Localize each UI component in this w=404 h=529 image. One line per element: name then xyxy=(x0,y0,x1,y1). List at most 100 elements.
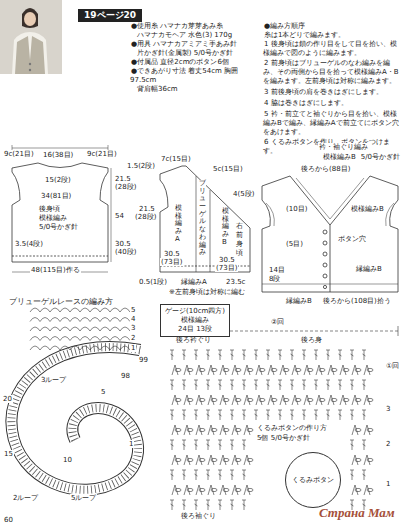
fan-stitch xyxy=(196,365,202,375)
dimension-label: ブリューゲルレースの編み方 xyxy=(8,297,114,306)
dimension-label: 8段 xyxy=(268,275,281,283)
dimension-label: 衿・袖ぐり編み xyxy=(318,143,369,151)
label-box: 7c(15目) xyxy=(160,155,192,164)
treble-stitch xyxy=(350,440,354,450)
fan-stitch xyxy=(220,365,226,375)
dimension-label: 2ループ xyxy=(12,494,39,502)
arch-stitch xyxy=(110,308,120,312)
label-box: 4(5段) xyxy=(232,190,255,199)
dimension-label: 縁編みB xyxy=(355,265,383,273)
arch-stitch xyxy=(120,327,130,331)
node-text: 模様編み xyxy=(38,214,79,223)
treble-stitch xyxy=(206,380,210,390)
dimension-label: 5/0号かぎ針 xyxy=(360,153,401,161)
treble-stitch xyxy=(302,410,306,420)
fan-stitch xyxy=(232,395,238,405)
treble-stitch xyxy=(242,500,246,510)
label-box: ハマナカモヘア 水色(3) 170g xyxy=(136,31,258,40)
arch-stitch xyxy=(80,318,90,322)
label-box: 5 衿・前立てと袖ぐりから目を拾い、模様編みBで編み、縁編みAで前立てにボタン穴… xyxy=(263,110,401,137)
treble-stitch xyxy=(362,410,366,420)
dimension-label: 7c(15目) xyxy=(160,155,192,163)
back-body-panel: 後身頃模様編み5/0号かぎ針 xyxy=(38,205,79,232)
label-box: 5ループ xyxy=(70,494,97,503)
label-box: (28段) xyxy=(114,183,137,192)
fan-stitch xyxy=(184,365,190,375)
label-box: 3.5(4段) xyxy=(14,240,44,249)
dimension-label: 30.5 xyxy=(218,256,236,264)
arch-stitch xyxy=(80,327,90,331)
label-box: (10目) xyxy=(285,205,308,214)
treble-stitch xyxy=(254,380,258,390)
fan-stitch xyxy=(256,395,262,405)
treble-stitch xyxy=(182,380,186,390)
note-text: 5 衿・前立てと袖ぐりから目を拾い、模様編みBで編み、縁編みAで前立てにボタン穴… xyxy=(263,110,399,136)
fan-stitch xyxy=(364,365,370,375)
dimension-label: 4(5段) xyxy=(232,190,255,198)
dimension-label: 3ループ xyxy=(40,376,67,384)
fan-stitch xyxy=(280,365,286,375)
label-box: 8段 xyxy=(268,275,281,284)
treble-stitch xyxy=(218,500,222,510)
dimension-label: 1 xyxy=(385,480,391,488)
arch-stitch xyxy=(70,337,80,341)
label-box: 1 xyxy=(128,440,134,449)
arch-stitch xyxy=(90,337,100,341)
treble-stitch xyxy=(290,410,294,420)
fan-stitch xyxy=(172,425,178,435)
dimension-label: (5目) xyxy=(285,240,304,248)
treble-stitch xyxy=(206,440,210,450)
dimension-label: 15(2段) xyxy=(44,176,72,184)
arch-stitch xyxy=(30,346,40,350)
treble-stitch xyxy=(182,440,186,450)
bruges-lace-spiral xyxy=(11,347,140,490)
arch-stitch xyxy=(50,346,60,350)
treble-stitch xyxy=(218,350,222,360)
treble-stitch xyxy=(242,440,246,450)
treble-stitch xyxy=(194,410,198,420)
note-text: ハマナカモヘア 水色(3) 170g xyxy=(136,31,233,39)
label-box: 15 xyxy=(3,450,14,459)
arch-stitch xyxy=(100,318,110,322)
fan-stitch xyxy=(256,365,262,375)
dimension-label: ボタン穴 xyxy=(337,235,367,243)
arch-stitch xyxy=(30,308,40,312)
treble-stitch xyxy=(182,470,186,480)
treble-stitch xyxy=(230,350,234,360)
arch-stitch xyxy=(50,318,60,322)
arch-stitch xyxy=(40,337,50,341)
arch-stitch xyxy=(40,346,50,350)
treble-stitch xyxy=(350,350,354,360)
treble-stitch xyxy=(206,410,210,420)
dimension-label: 10 xyxy=(62,456,73,464)
dimension-label: 21.5 xyxy=(114,175,132,183)
treble-stitch xyxy=(278,410,282,420)
fan-stitch xyxy=(268,365,274,375)
treble-stitch xyxy=(170,500,174,510)
treble-stitch xyxy=(338,380,342,390)
arch-stitch xyxy=(40,308,50,312)
fan-stitch xyxy=(244,425,250,435)
arch-stitch xyxy=(120,318,130,322)
button-circle: くるみボタン xyxy=(285,452,341,508)
label-box: 23.5c xyxy=(225,278,246,287)
label-box: 右前身頃 xyxy=(236,222,243,258)
arch-stitch xyxy=(70,346,80,350)
treble-stitch xyxy=(194,470,198,480)
fan-stitch xyxy=(304,395,310,405)
arch-stitch xyxy=(60,327,70,331)
fan-stitch xyxy=(208,485,214,495)
label-box: 14目 xyxy=(268,266,286,275)
dimension-label: 54 xyxy=(114,212,125,220)
arch-stitch xyxy=(120,346,130,350)
arch-stitch xyxy=(80,346,90,350)
label-box: 9c(21目) xyxy=(3,150,35,159)
dimension-label: 後ろ身 xyxy=(300,336,323,344)
bruges-braid-strip: ブリューゲルなわ編み xyxy=(199,180,206,257)
arch-stitch xyxy=(90,318,100,322)
dimension-label: 1.5(2段) xyxy=(126,162,156,170)
treble-stitch xyxy=(170,380,174,390)
treble-stitch xyxy=(170,410,174,420)
dimension-label: 3 xyxy=(130,324,136,332)
fan-stitch xyxy=(244,365,250,375)
